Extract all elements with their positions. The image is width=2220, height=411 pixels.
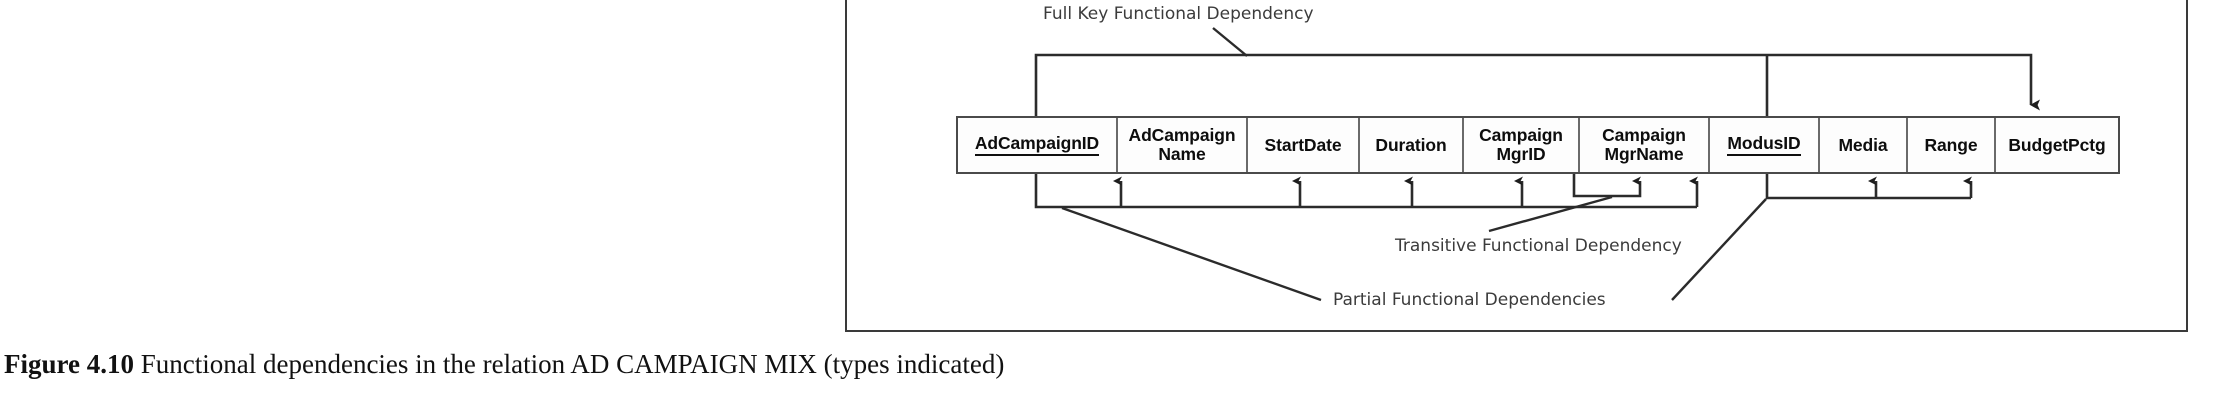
attribute-label: AdCampaign Name <box>1128 125 1236 164</box>
attribute-label: Range <box>1924 134 1978 155</box>
attribute-label: BudgetPctg <box>2008 134 2106 155</box>
figure-caption-text: Functional dependencies in the relation … <box>140 349 1005 379</box>
attribute-label: Campaign MgrID <box>1479 125 1563 164</box>
attribute-label: AdCampaignID <box>974 134 1099 156</box>
attribute-label: Media <box>1838 134 1888 155</box>
attribute-cell-duration: Duration <box>1360 118 1464 172</box>
attribute-cell-media: Media <box>1820 118 1908 172</box>
attribute-cell-modus-id: ModusID <box>1710 118 1820 172</box>
attribute-cell-ad-campaign-name: AdCampaign Name <box>1118 118 1248 172</box>
attribute-cell-ad-campaign-id: AdCampaignID <box>958 118 1118 172</box>
attribute-cell-range: Range <box>1908 118 1996 172</box>
relation-attribute-table: AdCampaignID AdCampaign Name StartDate Dura… <box>956 116 2120 174</box>
attribute-cell-start-date: StartDate <box>1248 118 1360 172</box>
figure-caption-label: Figure 4.10 <box>4 349 134 379</box>
annotation-transitive-functional-dependency: Transitive Functional Dependency <box>1395 236 1682 256</box>
figure-caption: Figure 4.10 Functional dependencies in t… <box>4 349 2004 380</box>
attribute-label: ModusID <box>1727 134 1801 156</box>
attribute-label: StartDate <box>1264 134 1342 155</box>
attribute-label: Duration <box>1375 134 1447 155</box>
annotation-full-key-functional-dependency: Full Key Functional Dependency <box>1043 4 1314 24</box>
attribute-cell-budget-pctg: BudgetPctg <box>1996 118 2118 172</box>
attribute-label: Campaign MgrName <box>1602 125 1686 164</box>
attribute-cell-campaign-mgr-id: Campaign MgrID <box>1464 118 1580 172</box>
annotation-partial-functional-dependencies: Partial Functional Dependencies <box>1333 290 1606 310</box>
attribute-cell-campaign-mgr-name: Campaign MgrName <box>1580 118 1710 172</box>
